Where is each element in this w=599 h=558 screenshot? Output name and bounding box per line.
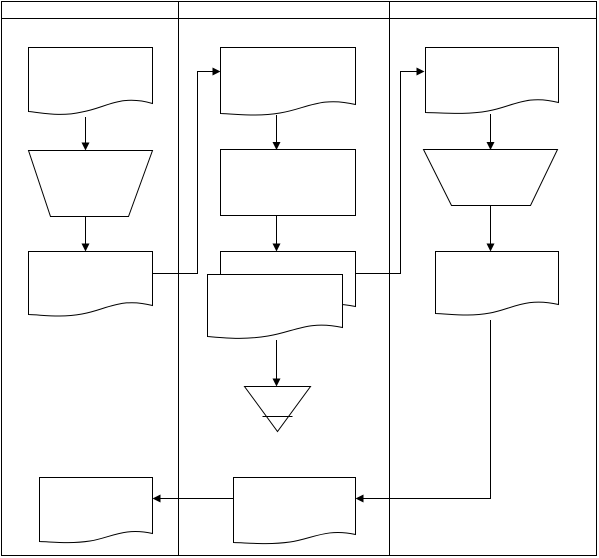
process-shape-1 — [220, 149, 356, 216]
connector-multidoc-to-doc4 — [355, 67, 425, 274]
connector-doc2-to-doc3 — [152, 67, 221, 274]
offline-storage-shape — [243, 386, 312, 433]
document-shape-3 — [220, 47, 356, 116]
document-shape-7 — [233, 477, 356, 545]
document-shape-4 — [425, 47, 559, 114]
document-shape-2 — [28, 251, 153, 317]
connector-doc5-to-doc7 — [355, 320, 491, 503]
multi-document-shape-front — [207, 274, 343, 339]
document-shape-6 — [39, 477, 153, 544]
manual-operation-shape-2 — [422, 149, 559, 206]
document-shape-1 — [28, 47, 153, 115]
document-shape-5 — [435, 251, 559, 316]
manual-operation-shape-1 — [27, 150, 154, 217]
